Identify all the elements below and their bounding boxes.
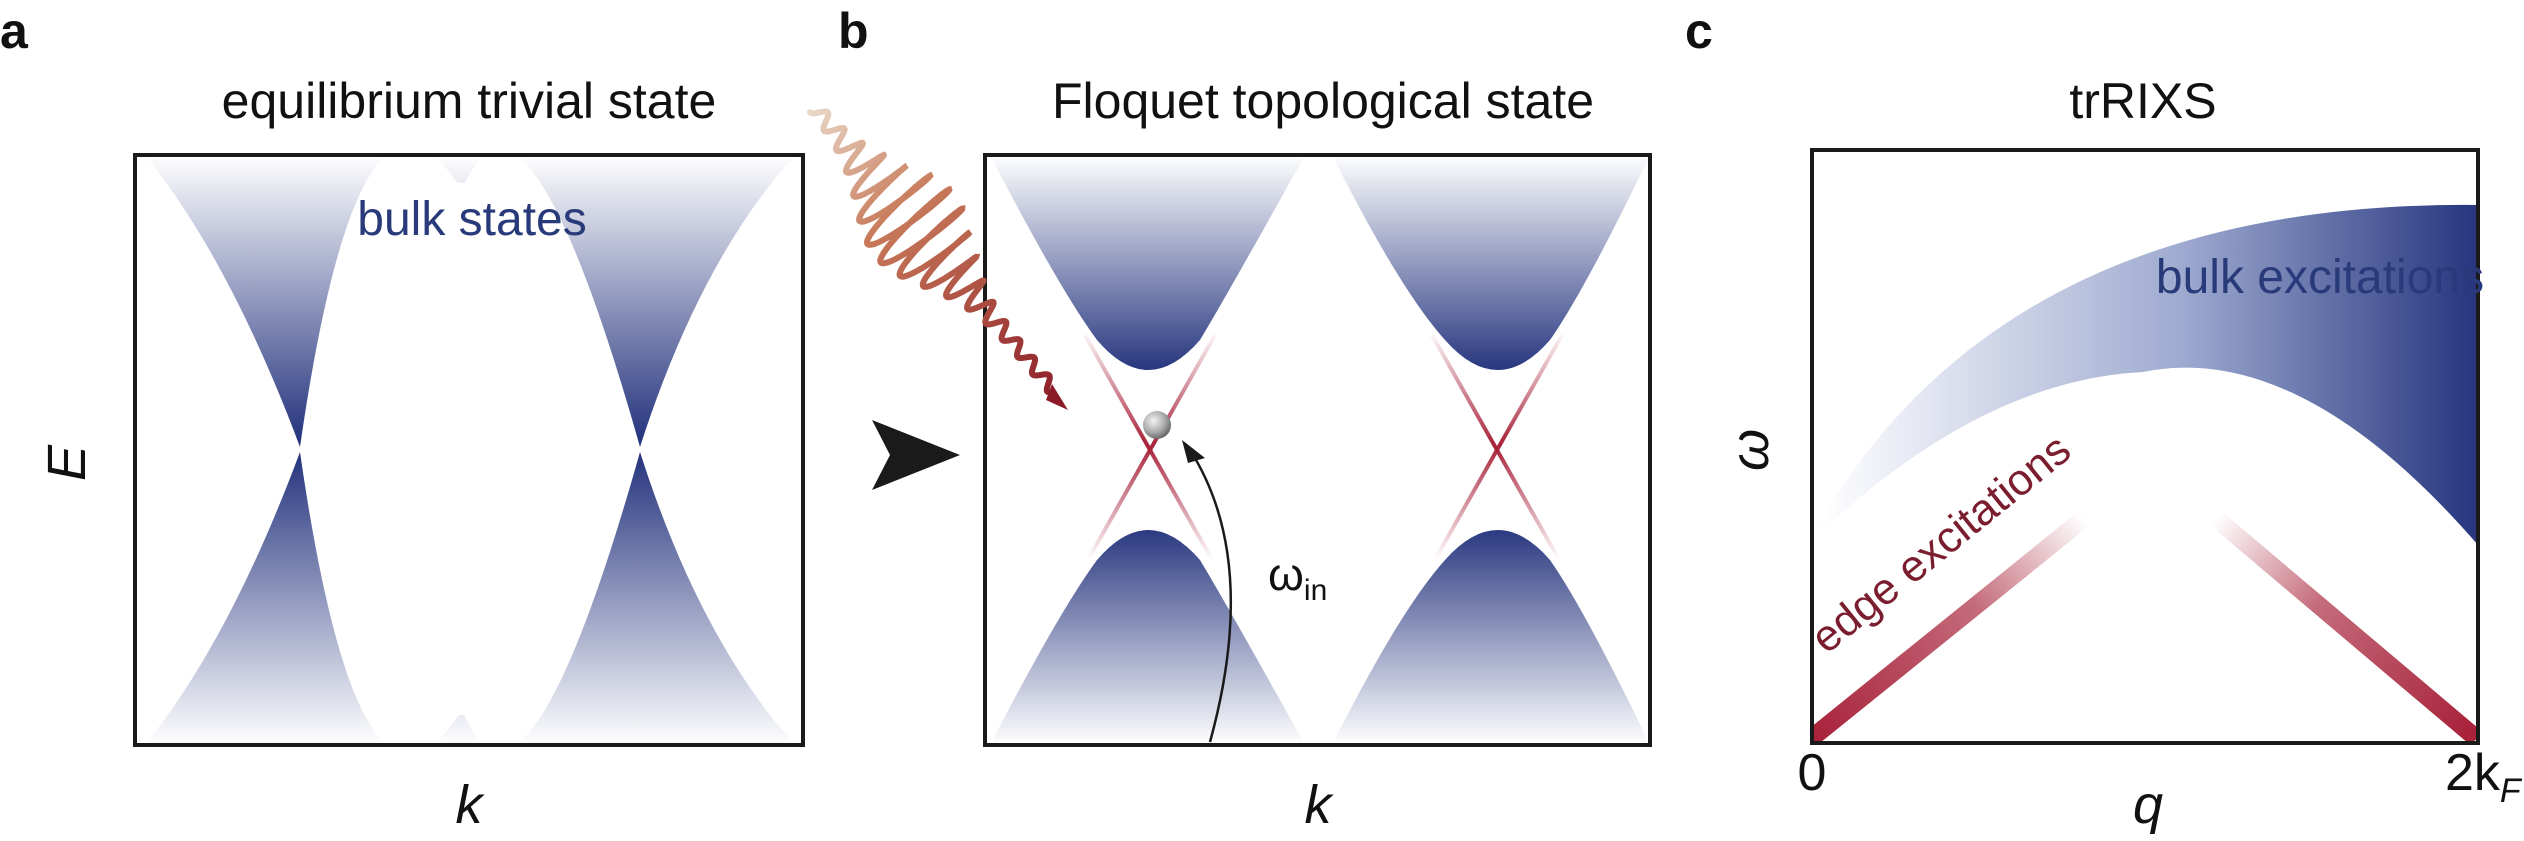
excitation-arrowhead-icon bbox=[1182, 440, 1205, 463]
panel-c-edge-line-right bbox=[2209, 511, 2478, 742]
panel-c-x-label: q bbox=[2133, 775, 2163, 835]
panel-c-letter: c bbox=[1685, 3, 1713, 59]
panel-a-x-label: k bbox=[456, 775, 486, 835]
panel-a-title: equilibrium trivial state bbox=[222, 73, 717, 129]
panel-a-frame bbox=[133, 153, 805, 747]
panel-a: a equilibrium trivial state bulk states … bbox=[0, 3, 805, 835]
panel-a-gap-region bbox=[300, 181, 640, 717]
panel-c-bulk-label: bulk excitations bbox=[2156, 251, 2484, 304]
panel-a-bands bbox=[135, 155, 803, 745]
panel-b-bands bbox=[990, 155, 1650, 745]
panel-b-frame bbox=[983, 153, 1652, 747]
panel-c-plot bbox=[1812, 204, 2478, 742]
excitation-arrow-icon bbox=[1188, 449, 1232, 743]
panel-c-edge-line-left bbox=[1812, 511, 2091, 742]
panel-b-upper-band-left bbox=[990, 155, 1305, 370]
panel-a-upper-bulk-band bbox=[145, 155, 795, 447]
panel-b-letter: b bbox=[838, 3, 869, 59]
panel-a-left-gap bbox=[135, 190, 300, 710]
panel-c-frame bbox=[1810, 148, 2480, 745]
panel-c-y-label: ω bbox=[1720, 429, 1780, 471]
panel-a-right-gap bbox=[640, 190, 803, 710]
panel-c-bulk-band bbox=[1812, 204, 2478, 545]
panel-b-title: Floquet topological state bbox=[1052, 73, 1594, 129]
panel-b: b Floquet topological state ωin k bbox=[807, 3, 1652, 835]
panel-b-x-label: k bbox=[1305, 775, 1335, 835]
panel-b-lower-band-right bbox=[1332, 530, 1650, 745]
panel-b-omega-label: ωin bbox=[1268, 548, 1327, 607]
panel-c-x-tick-0: 0 bbox=[1798, 744, 1827, 802]
panel-b-lower-band-left bbox=[990, 530, 1305, 745]
panel-c-title: trRIXS bbox=[2069, 73, 2216, 129]
panel-a-letter: a bbox=[0, 3, 29, 59]
panel-c-x-tick-2kf: 2kF bbox=[2445, 744, 2523, 810]
panel-b-upper-band-right bbox=[1332, 155, 1650, 370]
photon-pulse-icon bbox=[807, 108, 1068, 410]
panel-a-lower-bulk-band bbox=[145, 452, 795, 745]
panel-a-y-label: E bbox=[37, 444, 97, 481]
panel-a-bulk-label: bulk states bbox=[357, 193, 586, 246]
panel-b-edge-state-line bbox=[1083, 334, 1217, 566]
transition-arrow-icon bbox=[852, 420, 960, 490]
electron-sphere-icon bbox=[1143, 411, 1171, 439]
panel-b-edge-state-line bbox=[1430, 334, 1564, 566]
panel-c: c trRIXS bulk excitations edge excitatio… bbox=[1685, 3, 2523, 835]
